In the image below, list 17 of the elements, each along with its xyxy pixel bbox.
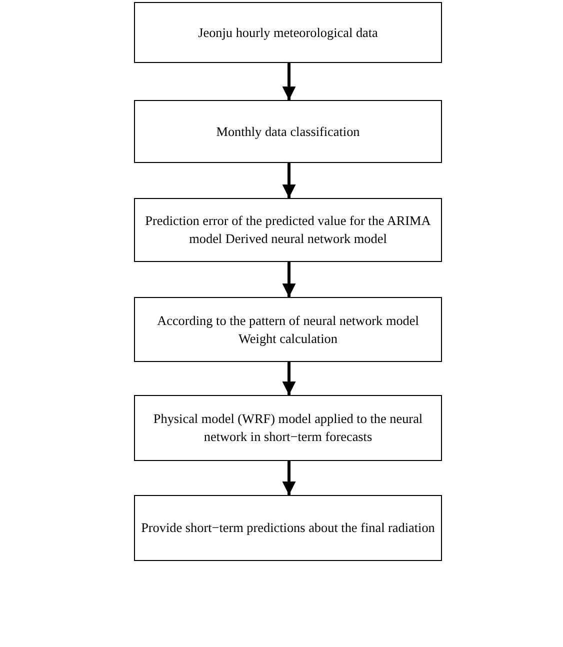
process-box (134, 495, 442, 561)
box-text: Provide short−term predictions about the final radiation (141, 519, 435, 537)
arrow (282, 163, 296, 198)
process-box (134, 198, 442, 262)
arrow (282, 63, 296, 100)
process-box (134, 100, 442, 163)
box-text: Prediction error of the predicted value for the ARIMA model Derived neural network model (144, 212, 432, 248)
box-text: Monthly data classification (216, 122, 360, 140)
box-text: Physical model (WRF) model applied to the neural network in short−term forecasts (152, 410, 424, 446)
process-box (134, 297, 442, 362)
box-text: Jeonju hourly meteorological data (198, 24, 378, 42)
arrow (282, 262, 296, 297)
arrow (282, 461, 296, 495)
process-box (134, 395, 442, 461)
box-text: According to the pattern of neural network model Weight calculation (156, 312, 420, 348)
arrow (282, 362, 296, 395)
process-box (134, 2, 442, 63)
